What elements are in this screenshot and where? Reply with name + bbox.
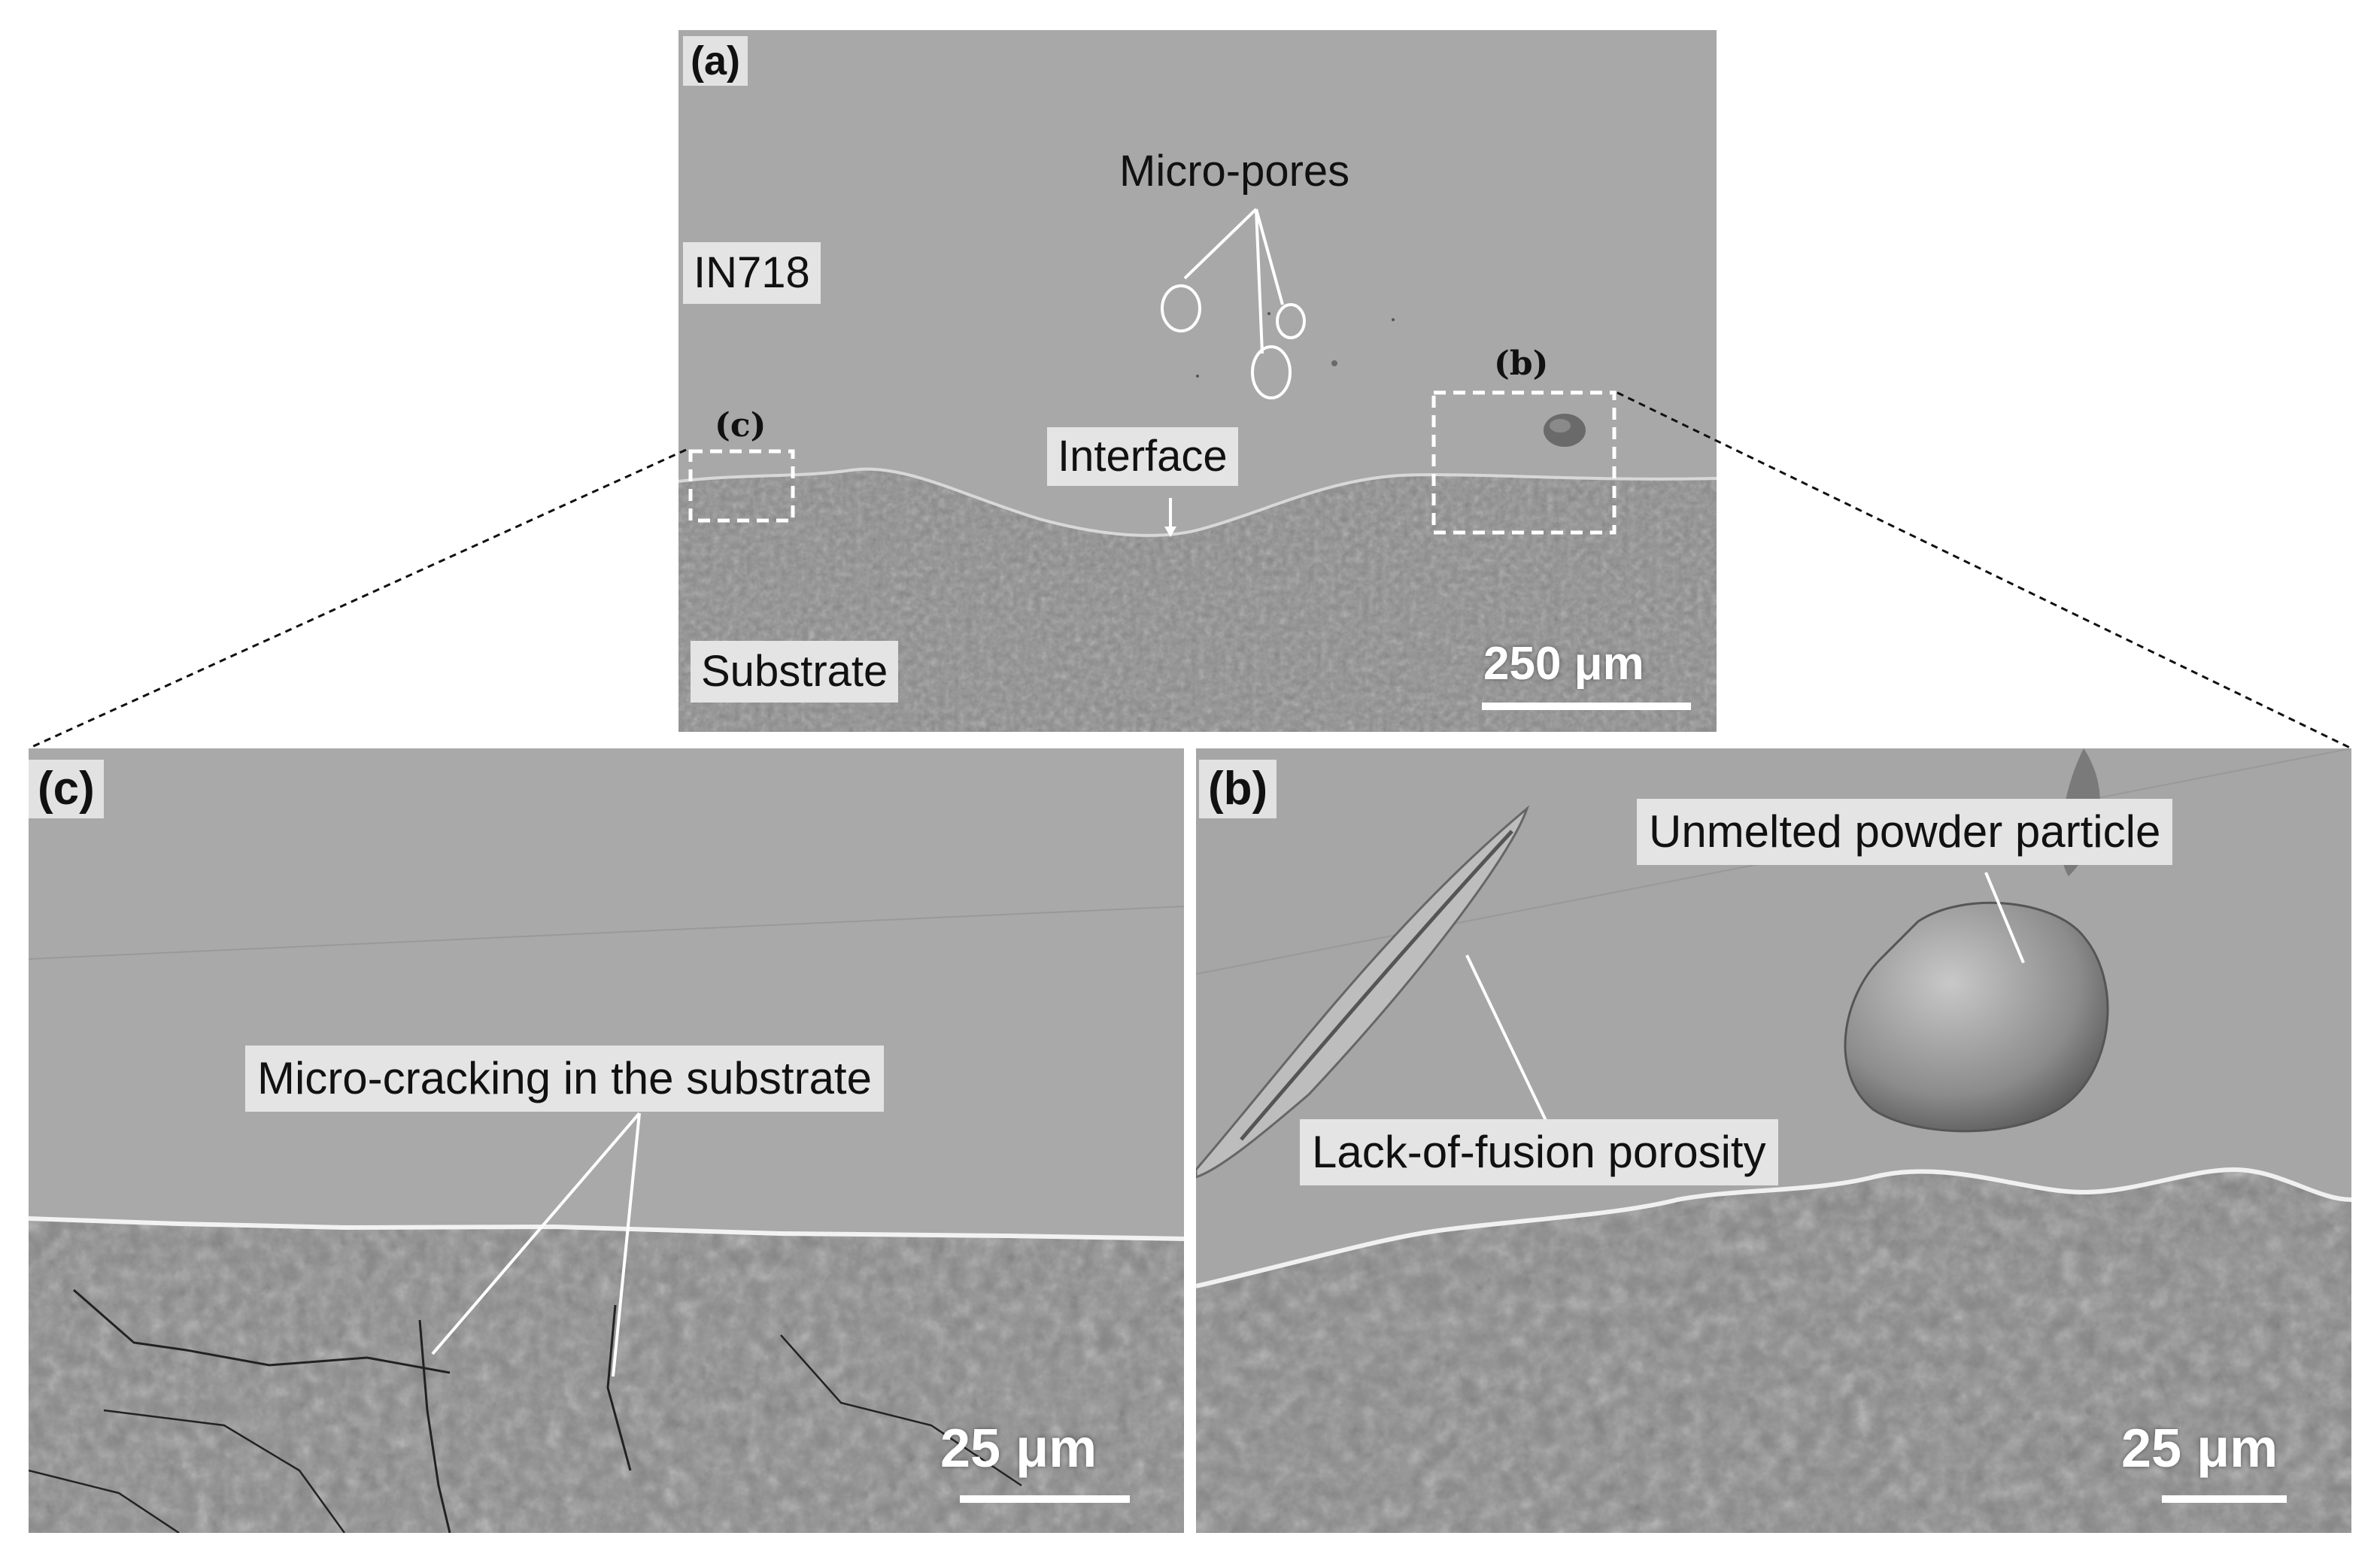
panel-a-scale-bar bbox=[1482, 703, 1691, 710]
coating-region-label: IN718 bbox=[683, 242, 821, 304]
panel-a-label: (a) bbox=[683, 36, 748, 86]
lack-of-fusion-label: Lack-of-fusion porosity bbox=[1300, 1119, 1778, 1185]
inset-marker-b: (b) bbox=[1494, 344, 1549, 383]
micro-pores-label: Micro-pores bbox=[1119, 147, 1350, 196]
panel-c-scale-text: 25 μm bbox=[940, 1419, 1097, 1479]
panel-c-scale-bar bbox=[960, 1495, 1130, 1503]
panel-a-micrograph bbox=[678, 30, 1717, 732]
unmelted-particle-label: Unmelted powder particle bbox=[1637, 799, 2173, 865]
zoom-connector-b-right bbox=[1617, 391, 2352, 750]
panel-b-scale-text: 25 μm bbox=[2121, 1419, 2278, 1479]
panel-b-label: (b) bbox=[1199, 760, 1277, 818]
panel-c-micrograph bbox=[29, 748, 1184, 1533]
substrate-region-label: Substrate bbox=[691, 641, 899, 703]
zoom-connector-c-left bbox=[28, 448, 687, 750]
panel-a-image bbox=[678, 30, 1717, 732]
panel-a-scale-text: 250 μm bbox=[1483, 638, 1644, 690]
panel-b-scale-bar bbox=[2162, 1495, 2287, 1503]
panel-c-image bbox=[29, 748, 1184, 1533]
panel-c-label: (c) bbox=[29, 760, 104, 818]
inset-marker-c: (c) bbox=[715, 406, 767, 445]
micro-cracking-label: Micro-cracking in the substrate bbox=[245, 1046, 884, 1112]
interface-label: Interface bbox=[1047, 427, 1238, 486]
